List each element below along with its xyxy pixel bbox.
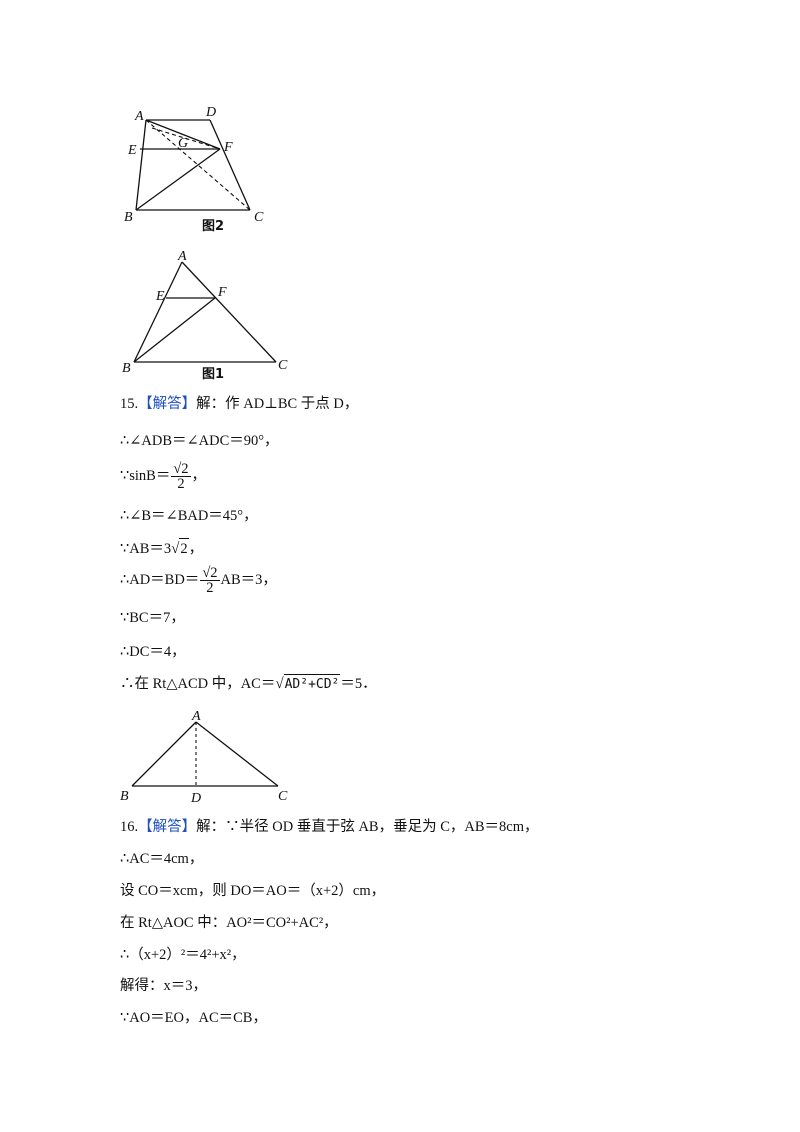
solution-15-line-8: ∴DC＝4， (120, 644, 186, 660)
sqrt-radicand: AD²+CD² (283, 674, 341, 695)
figure-caption: 图2 (202, 219, 224, 234)
label-D: D (190, 791, 201, 806)
figure-caption: 图1 (202, 367, 224, 382)
figure-1: A E F B C 图1 (118, 248, 298, 383)
label-C: C (278, 358, 288, 373)
solution-16-line-2: ∴AC＝4cm， (120, 851, 204, 867)
label-E: E (127, 143, 137, 158)
solution-15-line-9: ∴在 Rt△ACD 中，AC＝√AD²+CD²＝5． (120, 674, 377, 695)
label-G: G (178, 136, 188, 151)
label-C: C (278, 789, 288, 804)
solution-15-line-2: ∴∠ADB＝∠ADC＝90°， (120, 433, 279, 449)
solution-16-line-7: ∵AO＝EO，AC＝CB， (120, 1010, 267, 1026)
solution-15-line-1: 15.【解答】解：作 AD⊥BC 于点 D， (120, 396, 359, 412)
solution-16-line-5: ∴（x+2）²＝4²+x²， (120, 947, 246, 963)
sqrt-value: 2 (179, 538, 189, 559)
label-B: B (124, 210, 133, 225)
solution-16-line-3: 设 CO＝xcm，则 DO＝AO＝（x+2）cm， (120, 883, 386, 899)
solution-15-line-4: ∴∠B＝∠BAD＝45°， (120, 508, 258, 524)
solution-15-line-5: ∵AB＝3√2， (120, 538, 203, 559)
label-B: B (122, 361, 131, 376)
label-D: D (205, 105, 216, 120)
figure-2: A D E G F B C 图2 (118, 100, 288, 240)
label-F: F (223, 140, 233, 155)
label-B: B (120, 789, 129, 804)
solution-15-line-7: ∵BC＝7， (120, 610, 185, 626)
label-E: E (155, 289, 165, 304)
solution-16-line-6: 解得：x＝3， (120, 978, 207, 994)
label-F: F (217, 285, 227, 300)
label-A: A (191, 709, 201, 724)
label-A: A (177, 249, 187, 264)
label-C: C (254, 210, 264, 225)
solution-16-line-4: 在 Rt△AOC 中：AO²＝CO²+AC²， (120, 915, 338, 931)
figure-3: A B D C (112, 706, 302, 806)
solution-16-line-1: 16.【解答】解：∵半径 OD 垂直于弦 AB，垂足为 C，AB＝8cm， (120, 819, 539, 835)
answer-tag: 【解答】 (138, 819, 197, 835)
label-A: A (134, 109, 144, 124)
answer-tag: 【解答】 (138, 396, 197, 412)
